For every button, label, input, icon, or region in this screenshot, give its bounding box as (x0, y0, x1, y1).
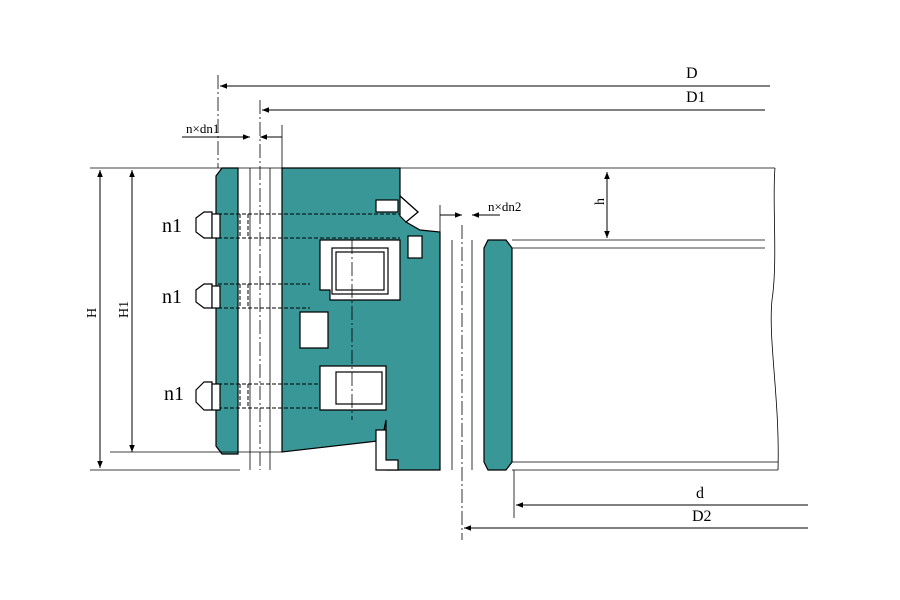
label-D: D (686, 65, 698, 82)
dimension-D: D (220, 65, 770, 89)
bolt-bottom (195, 381, 320, 411)
dimension-H1: H1 (110, 170, 282, 453)
label-n-dn2: n×dn2 (488, 199, 521, 214)
label-h: h (593, 198, 608, 205)
dimension-n-dn1: n×dn1 (182, 121, 283, 168)
label-n-dn1: n×dn1 (186, 121, 219, 136)
label-D1: D1 (686, 89, 706, 106)
outer-ring (215, 167, 239, 455)
dimension-D2: D2 (464, 508, 808, 531)
label-d: d (696, 485, 704, 502)
label-H1: H1 (117, 301, 132, 318)
label-n1-middle: n1 (162, 286, 182, 308)
bolt-middle (195, 283, 310, 309)
dimension-h: h (593, 172, 610, 238)
roller-cavities (299, 194, 423, 471)
bolt-hole-centerlines (217, 75, 473, 540)
upper-roller (335, 251, 385, 291)
lower-roller (335, 371, 383, 405)
label-H: H (85, 308, 100, 318)
housing-outline (90, 167, 779, 471)
label-n1-top: n1 (162, 215, 182, 237)
label-n1-bottom: n1 (164, 383, 184, 405)
dimension-D1: D1 (262, 89, 765, 113)
dimension-d: d (513, 470, 808, 518)
label-D2: D2 (692, 508, 712, 525)
dimension-H: H (85, 170, 103, 468)
inner-ring (483, 239, 513, 471)
dimension-n-dn2: n×dn2 (439, 199, 521, 232)
bolt-top (195, 211, 400, 239)
